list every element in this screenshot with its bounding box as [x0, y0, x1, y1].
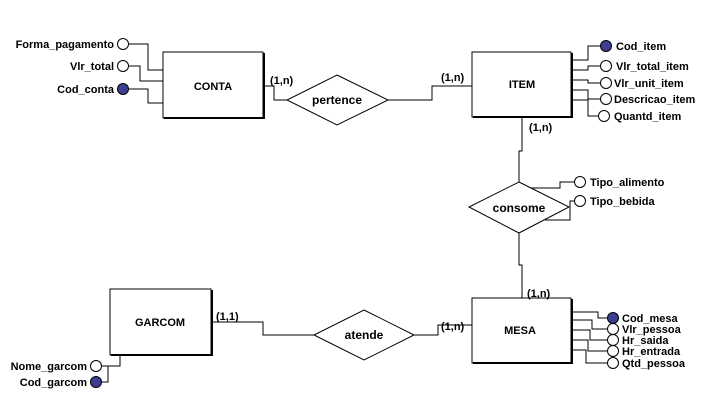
attributes-item: Cod_item Vlr_total_item Vlr_unit_item De… [598, 40, 696, 124]
line-cod-conta [129, 88, 163, 104]
line-vlr-unit-item [571, 79, 604, 84]
attribute-vlr-pessoa-label: Vlr_pessoa [622, 324, 682, 336]
attribute-open-circle-icon [600, 60, 612, 72]
attribute-quantd-item[interactable]: Quantd_item [598, 110, 682, 124]
entity-mesa[interactable]: MESA [471, 297, 573, 364]
attribute-vlr-unit-item[interactable]: Vlr_unit_item [600, 77, 684, 91]
attributes-consome: Tipo_alimento Tipo_bebida [574, 176, 665, 209]
attribute-hr-saida[interactable]: Hr_saida [607, 334, 670, 348]
line-cod-item [571, 45, 604, 61]
attribute-qtd-pessoa[interactable]: Qtd_pessoa [607, 357, 686, 371]
entity-garcom-label: GARCOM [135, 317, 185, 329]
attribute-tipo-bebida[interactable]: Tipo_bebida [574, 195, 656, 209]
cardinality-item-consome: (1,n) [529, 122, 553, 134]
attribute-open-circle-icon [90, 360, 102, 372]
attribute-open-circle-icon [607, 323, 619, 335]
cardinality-labels: (1,n) (1,n) (1,n) (1,n) (1,1) (1,n) [216, 72, 553, 333]
attribute-forma-pagamento-label: Forma_pagamento [16, 39, 115, 51]
entity-mesa-label: MESA [504, 325, 536, 337]
attribute-open-circle-icon [600, 77, 612, 89]
entity-conta-label: CONTA [194, 81, 232, 93]
line-hr-saida [571, 329, 612, 341]
line-vlr-pessoa [571, 319, 612, 330]
attributes-garcom: Nome_garcom Cod_garcom [11, 360, 102, 390]
attribute-open-circle-icon [607, 357, 619, 369]
cardinality-item-pertence: (1,n) [441, 72, 465, 84]
line-cod-mesa [571, 311, 612, 319]
attributes-mesa: Cod_mesa Vlr_pessoa Hr_saida Hr_entrada … [607, 312, 686, 371]
line-atende-mesa [414, 324, 472, 336]
key-attribute-filled-circle-icon [90, 376, 102, 388]
line-consome-mesa [518, 233, 523, 298]
line-garcom-atende [211, 321, 314, 336]
line-quantd-item [571, 99, 604, 117]
attribute-forma-pagamento[interactable]: Forma_pagamento [16, 38, 129, 52]
attribute-tipo-alimento-label: Tipo_alimento [590, 177, 665, 189]
attribute-open-circle-icon [598, 110, 610, 122]
key-attribute-filled-circle-icon [117, 83, 129, 95]
attribute-hr-entrada-label: Hr_entrada [622, 346, 681, 358]
attribute-vlr-total-item-label: Vlr_total_item [616, 61, 689, 73]
key-attribute-filled-circle-icon [600, 40, 612, 52]
attribute-nome-garcom[interactable]: Nome_garcom [11, 360, 102, 374]
relationship-pertence[interactable]: pertence [285, 74, 390, 126]
attribute-quantd-item-label: Quantd_item [614, 111, 681, 123]
attribute-open-circle-icon [117, 60, 129, 72]
line-forma-pagamento [129, 43, 163, 71]
attribute-cod-garcom-label: Cod_garcom [20, 377, 87, 389]
attribute-open-circle-icon [607, 334, 619, 346]
entity-item-label: ITEM [509, 79, 535, 91]
relationship-pertence-label: pertence [312, 93, 362, 107]
attribute-vlr-pessoa[interactable]: Vlr_pessoa [607, 323, 682, 337]
line-item-consome [518, 117, 523, 182]
attribute-vlr-total-item[interactable]: Vlr_total_item [600, 60, 689, 74]
attribute-nome-garcom-label: Nome_garcom [11, 361, 88, 373]
attribute-qtd-pessoa-label: Qtd_pessoa [622, 358, 686, 370]
attribute-cod-mesa-label: Cod_mesa [622, 313, 679, 325]
attribute-cod-conta[interactable]: Cod_conta [57, 83, 129, 97]
line-qtd-pessoa [571, 349, 612, 364]
line-hr-entrada [571, 339, 612, 352]
relationship-atende[interactable]: atende [312, 309, 416, 361]
attribute-cod-garcom[interactable]: Cod_garcom [20, 376, 102, 390]
line-pertence-item [388, 85, 472, 101]
attribute-open-circle-icon [117, 38, 129, 50]
attribute-vlr-unit-item-label: Vlr_unit_item [614, 78, 684, 90]
cardinality-mesa-atende: (1,n) [441, 321, 465, 333]
attributes-conta: Forma_pagamento Vlr_total Cod_conta [16, 38, 129, 97]
line-vlr-total [129, 65, 163, 82]
relationship-consome[interactable]: consome [467, 181, 571, 234]
attribute-vlr-total[interactable]: Vlr_total [70, 60, 129, 74]
entity-conta[interactable]: CONTA [162, 51, 265, 119]
cardinality-garcom-atende: (1,1) [216, 311, 239, 323]
attribute-tipo-alimento[interactable]: Tipo_alimento [574, 176, 665, 190]
entity-garcom[interactable]: GARCOM [109, 288, 213, 356]
attribute-descricao-item-label: Descricao_item [614, 94, 696, 106]
attribute-hr-saida-label: Hr_saida [622, 335, 669, 347]
attribute-open-circle-icon [574, 176, 586, 188]
cardinality-mesa-consome: (1,n) [527, 288, 551, 300]
line-cod-garcom [102, 366, 109, 383]
line-vlr-total-item [571, 65, 604, 71]
attribute-open-circle-icon [600, 93, 612, 105]
relationship-atende-label: atende [345, 328, 384, 342]
entity-item[interactable]: ITEM [471, 51, 573, 118]
key-attribute-filled-circle-icon [607, 312, 619, 324]
attribute-descricao-item[interactable]: Descricao_item [600, 93, 696, 107]
line-tipo-alimento [530, 181, 578, 189]
attribute-open-circle-icon [607, 345, 619, 357]
attribute-cod-item[interactable]: Cod_item [600, 40, 667, 54]
attribute-vlr-total-label: Vlr_total [70, 61, 114, 73]
attribute-hr-entrada[interactable]: Hr_entrada [607, 345, 681, 359]
line-conta-pertence [263, 85, 287, 101]
line-descricao-item [571, 89, 604, 100]
cardinality-conta-pertence: (1,n) [270, 75, 294, 87]
attribute-cod-item-label: Cod_item [616, 41, 666, 53]
attribute-open-circle-icon [574, 195, 586, 207]
relationship-consome-label: consome [493, 201, 546, 215]
attribute-tipo-bebida-label: Tipo_bebida [590, 196, 655, 208]
attribute-cod-conta-label: Cod_conta [57, 84, 115, 96]
